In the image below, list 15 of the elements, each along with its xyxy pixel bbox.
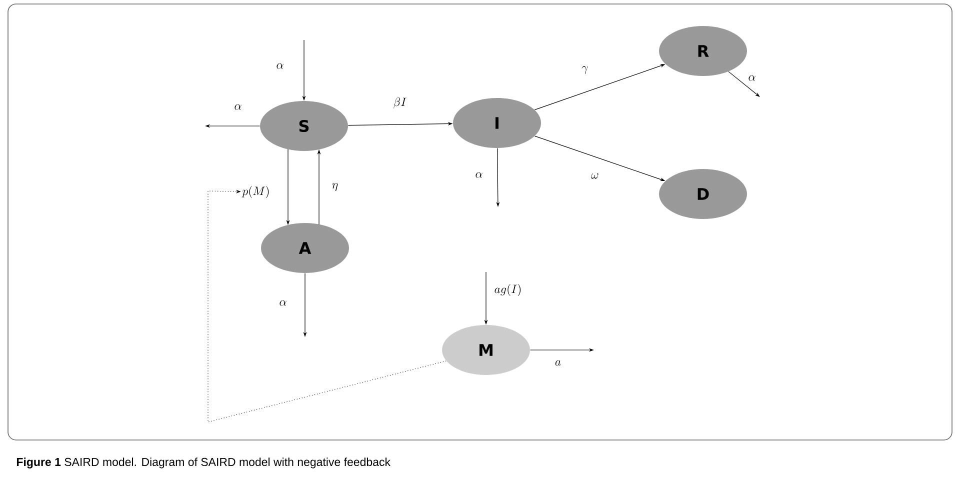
edge-label: $\alpha$ (747, 74, 757, 82)
dotted-feedback-line (208, 190, 446, 422)
edge-label: $\alpha$ (278, 299, 288, 307)
edge-label: $\gamma$ (580, 65, 590, 75)
edge-label: $a$ (554, 359, 562, 367)
edge-label: $ag(I)$ (493, 283, 523, 297)
edge-label: $\alpha$ (275, 62, 285, 70)
node-label: $p(M)$ (242, 186, 269, 198)
edge-label: $\alpha$ (233, 103, 243, 111)
figure-caption: Figure 1 SAIRD model. Diagram of SAIRD model with negative feedback (16, 458, 390, 468)
edge-label: $\beta I$ (392, 96, 408, 110)
edge-label: $\omega$ (590, 172, 600, 180)
arrow (728, 71, 760, 97)
edge-label: $\eta$ (330, 182, 340, 192)
edge-label: $\alpha$ (474, 171, 484, 179)
